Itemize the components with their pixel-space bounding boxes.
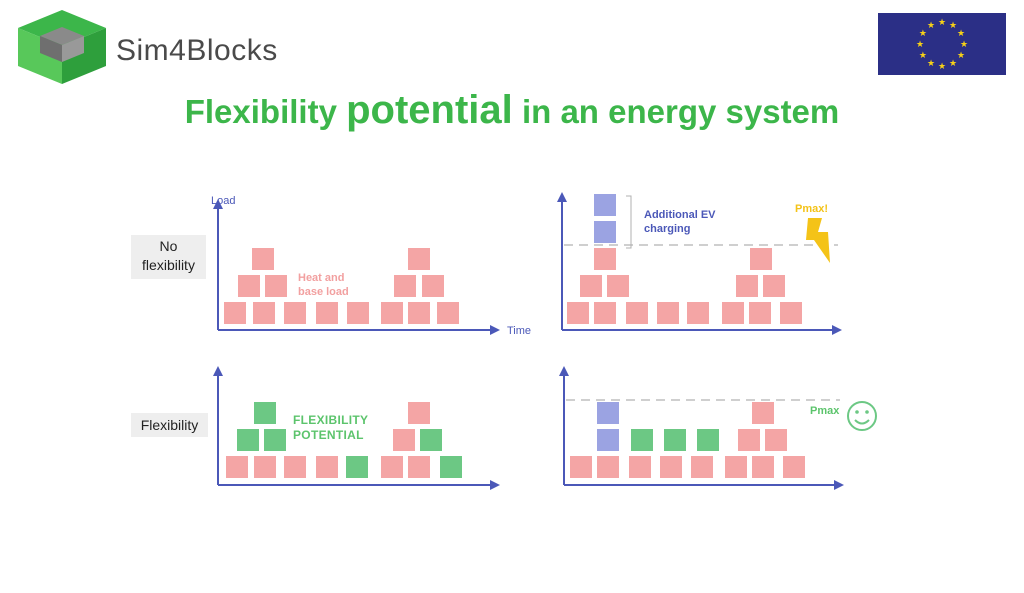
- title-part-2: potential: [346, 88, 513, 132]
- block-p4-13: [697, 429, 719, 451]
- pmax-label: Pmax: [810, 405, 840, 417]
- block-p1-5: [347, 302, 369, 324]
- block-p4-16: [752, 402, 774, 424]
- row-label-no-flexibility: No flexibility: [131, 235, 206, 279]
- block-p1-14: [408, 248, 430, 270]
- row-label-flexibility: Flexibility: [131, 413, 208, 437]
- block-p3-5: [346, 456, 368, 478]
- block-p4-11: [631, 429, 653, 451]
- block-p2-4: [657, 302, 679, 324]
- block-p1-12: [394, 275, 416, 297]
- block-p1-1: [224, 302, 246, 324]
- block-p4-1: [570, 456, 592, 478]
- flexibility-potential-label: FLEXIBILITY POTENTIAL: [293, 413, 368, 443]
- block-p4-9: [597, 429, 619, 451]
- block-p4-12: [664, 429, 686, 451]
- block-p4-4: [660, 456, 682, 478]
- smiley-icon: [847, 401, 877, 431]
- block-p4-8: [783, 456, 805, 478]
- block-p1-2: [253, 302, 275, 324]
- block-p4-10: [597, 402, 619, 424]
- block-p2-3: [626, 302, 648, 324]
- block-p2-11: [594, 248, 616, 270]
- block-p2-12: [594, 221, 616, 243]
- block-p3-11: [254, 402, 276, 424]
- block-p3-10: [264, 429, 286, 451]
- block-p3-6: [381, 456, 403, 478]
- block-p4-15: [765, 429, 787, 451]
- block-p1-4: [316, 302, 338, 324]
- page-title: Flexibility potential in an energy syste…: [0, 88, 1024, 133]
- ev-charging-label: Additional EV charging: [644, 208, 716, 236]
- block-p3-13: [420, 429, 442, 451]
- block-p3-8: [440, 456, 462, 478]
- block-p1-10: [265, 275, 287, 297]
- block-p3-7: [408, 456, 430, 478]
- block-p2-8: [780, 302, 802, 324]
- heat-base-load-label: Heat and base load: [298, 271, 349, 299]
- block-p1-6: [381, 302, 403, 324]
- block-p2-9: [580, 275, 602, 297]
- block-p4-7: [752, 456, 774, 478]
- y-axis-label: Load: [211, 195, 236, 207]
- block-p3-3: [284, 456, 306, 478]
- flex-line2: POTENTIAL: [293, 428, 364, 442]
- block-p2-5: [687, 302, 709, 324]
- heat-base-line2: base load: [298, 286, 349, 298]
- flex-line1: FLEXIBILITY: [293, 413, 369, 427]
- x-axis-label: Time: [507, 325, 532, 337]
- block-p1-3: [284, 302, 306, 324]
- block-p2-2: [594, 302, 616, 324]
- block-p1-11: [252, 248, 274, 270]
- blocks-group: [224, 194, 805, 478]
- block-p1-7: [408, 302, 430, 324]
- ev-line1: Additional EV: [644, 209, 716, 221]
- block-p3-12: [393, 429, 415, 451]
- ev-bracket: [626, 195, 632, 249]
- block-p2-1: [567, 302, 589, 324]
- block-p2-7: [749, 302, 771, 324]
- block-p3-1: [226, 456, 248, 478]
- block-p2-6: [722, 302, 744, 324]
- block-p2-13: [594, 194, 616, 216]
- pmax-alert-label: Pmax!: [795, 203, 829, 215]
- block-p2-16: [750, 248, 772, 270]
- row-label-no-line2: flexibility: [142, 257, 195, 273]
- block-p3-14: [408, 402, 430, 424]
- block-p2-14: [736, 275, 758, 297]
- block-p3-2: [254, 456, 276, 478]
- block-p4-6: [725, 456, 747, 478]
- block-p3-4: [316, 456, 338, 478]
- title-part-3: in an energy system: [521, 93, 840, 130]
- title-part-1: Flexibility: [184, 93, 337, 130]
- heat-base-line1: Heat and: [298, 272, 345, 284]
- block-p1-13: [422, 275, 444, 297]
- block-p2-10: [607, 275, 629, 297]
- brand-name: Sim4Blocks: [116, 34, 278, 67]
- block-p1-9: [238, 275, 260, 297]
- block-p4-14: [738, 429, 760, 451]
- block-p4-5: [691, 456, 713, 478]
- row-label-no-line1: No: [159, 238, 178, 254]
- ev-line2: charging: [644, 223, 691, 235]
- block-p1-8: [437, 302, 459, 324]
- block-p2-15: [763, 275, 785, 297]
- axes-group: [213, 192, 844, 490]
- block-p4-3: [629, 456, 651, 478]
- block-p3-9: [237, 429, 259, 451]
- lightning-icon: [806, 218, 830, 263]
- block-p4-2: [597, 456, 619, 478]
